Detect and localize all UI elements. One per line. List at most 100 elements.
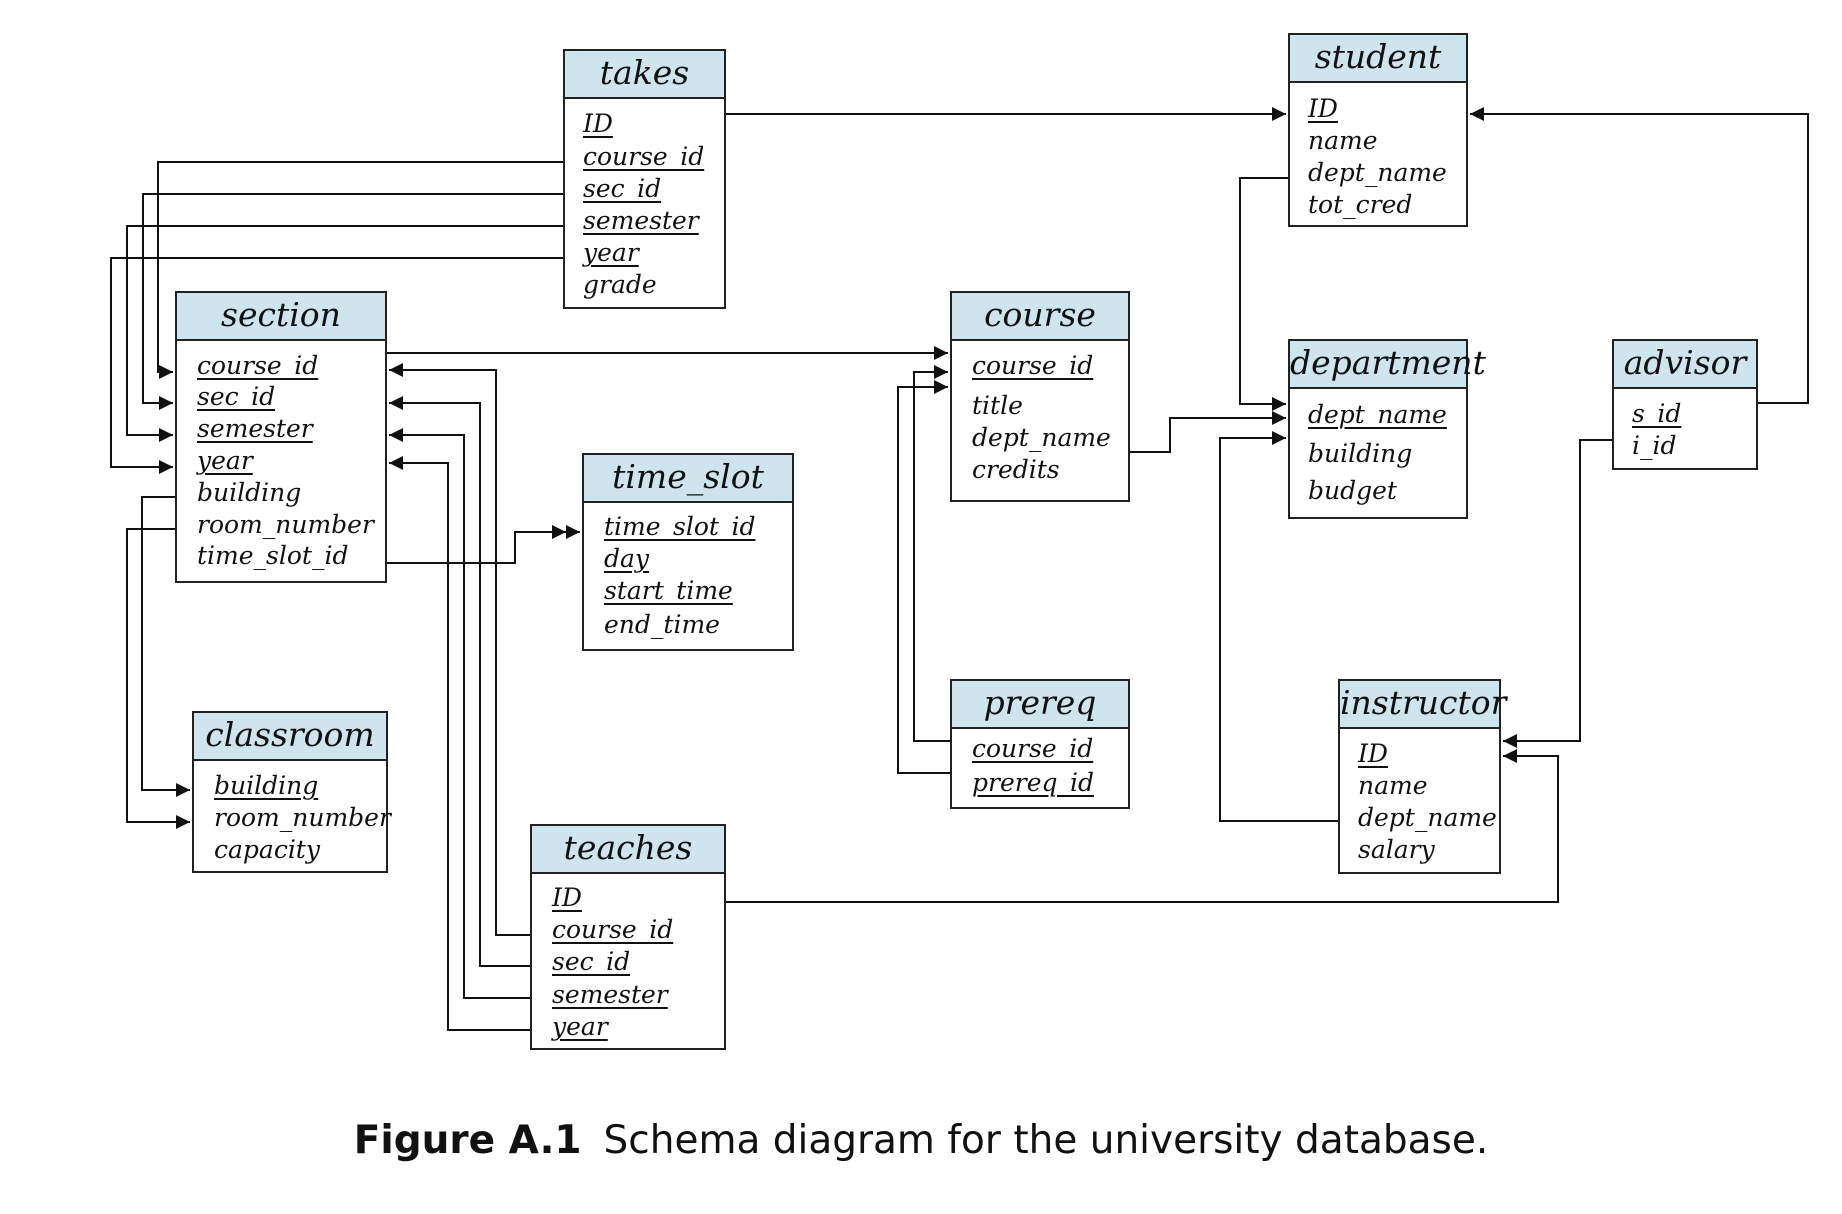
table-prereq: prereq course_id prereq_id bbox=[950, 679, 1130, 809]
attribute: ID bbox=[1308, 94, 1338, 123]
attribute: course_id bbox=[552, 915, 674, 944]
relationship-line-course-dept-name-to-department-dept-name bbox=[1130, 417, 1286, 453]
table-header: teaches bbox=[532, 826, 724, 874]
attribute: tot_cred bbox=[1308, 190, 1413, 219]
attribute: year bbox=[583, 238, 639, 267]
attribute: capacity bbox=[214, 835, 320, 864]
relationship-line-teaches-sec-id-to-section-sec-id bbox=[389, 402, 530, 967]
arrowhead-icon bbox=[159, 460, 173, 474]
relationship-line-section-room-number-to-classroom-room-number bbox=[126, 528, 190, 823]
table-header: time_slot bbox=[584, 455, 792, 503]
attribute: sec_id bbox=[197, 382, 276, 411]
arrowhead-icon bbox=[389, 363, 403, 377]
attribute: ID bbox=[1358, 739, 1388, 768]
attribute: name bbox=[1358, 771, 1428, 800]
attribute: sec_id bbox=[552, 947, 631, 976]
attribute: course_id bbox=[972, 734, 1094, 763]
attribute: s_id bbox=[1632, 399, 1682, 428]
attribute: course_id bbox=[972, 351, 1094, 380]
attribute: building bbox=[214, 771, 319, 800]
figure-label: Figure A.1 bbox=[353, 1118, 582, 1163]
attribute: room_number bbox=[214, 803, 391, 832]
attribute: ID bbox=[552, 883, 582, 912]
arrowhead-icon bbox=[159, 396, 173, 410]
attribute: sec_id bbox=[583, 174, 662, 203]
table-header: instructor bbox=[1340, 681, 1506, 729]
attribute: room_number bbox=[197, 510, 374, 539]
table-advisor: advisor s_id i_id bbox=[1612, 339, 1758, 470]
table-header: course bbox=[952, 293, 1128, 341]
attribute: credits bbox=[972, 455, 1060, 484]
relationship-line-prereq-course-id-to-course-course-id bbox=[913, 371, 950, 742]
arrowhead-icon bbox=[1470, 107, 1484, 121]
attribute: grade bbox=[583, 270, 657, 299]
arrowhead-icon bbox=[176, 815, 190, 829]
attribute: budget bbox=[1308, 476, 1397, 505]
table-classroom: classroom building room_number capacity bbox=[192, 711, 391, 873]
table-header: classroom bbox=[194, 713, 386, 761]
figure-caption-text: Schema diagram for the university databa… bbox=[603, 1118, 1489, 1163]
arrowhead-icon bbox=[1503, 749, 1517, 763]
attribute: year bbox=[552, 1012, 608, 1041]
relationship-line-section-time-slot-id-to-time-slot-time-slot-id bbox=[387, 531, 580, 564]
relationship-line-prereq-prereq-id-to-course-course-id bbox=[897, 386, 950, 774]
relationship-line-advisor-i-id-to-instructor-id bbox=[1503, 439, 1612, 742]
attribute: name bbox=[1308, 126, 1378, 155]
arrowhead-icon bbox=[389, 396, 403, 410]
arrowhead-icon bbox=[389, 428, 403, 442]
table-header: takes bbox=[565, 51, 724, 99]
attribute: title bbox=[972, 391, 1023, 420]
attribute: prereq_id bbox=[972, 768, 1094, 797]
attribute: i_id bbox=[1632, 431, 1677, 460]
relationship-line-teaches-semester-to-section-semester bbox=[389, 434, 530, 999]
attribute: building bbox=[1308, 439, 1413, 468]
arrowhead-icon bbox=[552, 525, 566, 539]
relationship-line-teaches-id-to-instructor-id bbox=[726, 755, 1559, 903]
attribute: building bbox=[197, 478, 302, 507]
relationship-line-student-dept-name-to-department-dept-name bbox=[1239, 177, 1288, 405]
arrowhead-icon bbox=[934, 365, 948, 379]
table-header: student bbox=[1290, 35, 1466, 83]
attribute: dept_name bbox=[1308, 400, 1447, 429]
attribute: time_slot_id bbox=[604, 512, 756, 541]
attribute: end_time bbox=[604, 610, 720, 639]
relationship-line-takes-semester-to-section-semester bbox=[126, 225, 563, 436]
attribute: course_id bbox=[197, 351, 319, 380]
arrowhead-icon bbox=[934, 380, 948, 394]
arrowhead-icon bbox=[176, 783, 190, 797]
arrowhead-icon bbox=[159, 428, 173, 442]
attribute: ID bbox=[583, 109, 613, 138]
arrowhead-icon bbox=[159, 365, 173, 379]
arrowhead-icon bbox=[566, 525, 580, 539]
table-header: prereq bbox=[952, 681, 1128, 729]
arrowhead-icon bbox=[1503, 734, 1517, 748]
attribute: year bbox=[197, 446, 253, 475]
attribute: time_slot_id bbox=[197, 541, 349, 570]
relationship-line-teaches-course-id-to-section-course-id bbox=[389, 369, 530, 936]
attribute: dept_name bbox=[1358, 803, 1497, 832]
attribute: start_time bbox=[604, 576, 733, 605]
arrowhead-icon bbox=[1272, 397, 1286, 411]
relationship-line-advisor-s-id-to-student-id bbox=[1470, 113, 1809, 404]
arrowhead-icon bbox=[389, 456, 403, 470]
attribute: semester bbox=[552, 980, 668, 1009]
relationship-line-teaches-year-to-section-year bbox=[389, 462, 530, 1031]
figure-caption: Figure A.1 Schema diagram for the univers… bbox=[0, 1118, 1842, 1163]
attribute: salary bbox=[1358, 835, 1435, 864]
relationship-line-instructor-dept-name-to-department-dept-name bbox=[1219, 437, 1338, 822]
arrowhead-icon bbox=[1272, 431, 1286, 445]
table-header: advisor bbox=[1614, 341, 1756, 389]
relationship-line-takes-sec-id-to-section-sec-id bbox=[142, 193, 563, 404]
attribute: dept_name bbox=[1308, 158, 1447, 187]
attribute: day bbox=[604, 544, 650, 573]
table-header: department bbox=[1290, 341, 1486, 389]
